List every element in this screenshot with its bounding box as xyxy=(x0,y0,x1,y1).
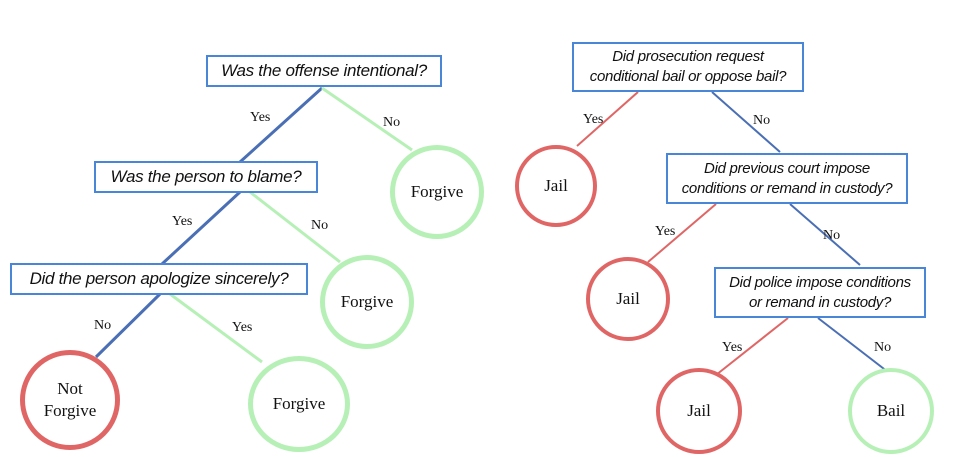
right-question-prosecution-line2: conditional bail or oppose bail? xyxy=(589,68,787,85)
left-q3-yes-label: Yes xyxy=(232,320,253,335)
left-question-apologize: Did the person apologize sincerely? xyxy=(10,263,308,295)
edge-l-q3-no xyxy=(94,292,162,359)
right-question-prosecution: Did prosecution request conditional bail… xyxy=(572,42,804,92)
left-question-blame-text: Was the person to blame? xyxy=(110,167,302,186)
right-outcome-jail-2: Jail xyxy=(586,257,670,341)
left-outcome-forgive-2: Forgive xyxy=(320,255,414,349)
right-q1-yes-label: Yes xyxy=(583,112,604,127)
left-question-blame: Was the person to blame? xyxy=(94,161,318,193)
right-outcome-jail-1: Jail xyxy=(515,145,597,227)
left-q1-yes-label: Yes xyxy=(250,110,271,125)
right-outcome-jail-1-text: Jail xyxy=(544,176,568,195)
right-q2-yes-label: Yes xyxy=(655,224,676,239)
left-question-intentional-text: Was the offense intentional? xyxy=(221,61,427,80)
edge-r-q3-yes xyxy=(715,317,789,376)
edge-r-q3-no xyxy=(817,317,889,373)
left-outcome-forgive-1: Forgive xyxy=(390,145,484,239)
edge-r-q1-no xyxy=(711,91,781,153)
right-q2-no-label: No xyxy=(823,228,841,243)
right-question-police-line1: Did police impose conditions xyxy=(729,273,911,291)
right-question-previous-court: Did previous court impose conditions or … xyxy=(666,153,908,204)
right-outcome-jail-3: Jail xyxy=(656,368,742,454)
right-outcome-jail-3-text: Jail xyxy=(687,401,711,420)
right-question-police: Did police impose conditions or remand i… xyxy=(714,267,926,318)
left-outcome-not-forgive-line1: Not xyxy=(57,379,83,398)
right-question-previous-court-line1: Did previous court impose xyxy=(704,159,870,177)
left-outcome-forgive-1-text: Forgive xyxy=(410,182,464,201)
left-q1-no-label: No xyxy=(383,115,401,130)
right-outcome-bail: Bail xyxy=(848,368,934,454)
edge-r-q2-yes xyxy=(647,203,717,263)
left-q2-no-label: No xyxy=(311,218,329,233)
edge-r-q2-no xyxy=(789,203,861,266)
left-outcome-not-forgive: Not Forgive xyxy=(20,350,120,450)
edge-l-q3-yes xyxy=(169,292,263,364)
left-q2-yes-label: Yes xyxy=(172,214,193,229)
left-q3-no-label: No xyxy=(94,318,112,333)
left-outcome-not-forgive-line2: Forgive xyxy=(43,401,97,420)
right-q1-no-label: No xyxy=(753,113,771,128)
left-question-apologize-text: Did the person apologize sincerely? xyxy=(29,269,289,288)
right-q3-no-label: No xyxy=(874,340,892,355)
right-outcome-bail-text: Bail xyxy=(876,401,906,420)
right-question-prosecution-line1: Did prosecution request xyxy=(612,48,764,65)
edge-l-q1-yes xyxy=(238,86,324,164)
right-question-previous-court-line2: conditions or remand in custody? xyxy=(681,179,893,197)
right-q3-yes-label: Yes xyxy=(722,340,743,355)
edge-l-q1-no xyxy=(321,86,413,152)
left-question-intentional: Was the offense intentional? xyxy=(206,55,442,87)
right-question-police-line2: or remand in custody? xyxy=(748,293,892,311)
edge-l-q2-yes xyxy=(160,190,242,266)
right-outcome-jail-2-text: Jail xyxy=(616,289,640,308)
left-outcome-forgive-3: Forgive xyxy=(248,356,350,452)
edge-l-q2-no xyxy=(249,190,341,264)
left-outcome-forgive-3-text: Forgive xyxy=(272,394,326,413)
left-outcome-forgive-2-text: Forgive xyxy=(340,292,394,311)
edge-r-q1-yes xyxy=(576,91,639,147)
